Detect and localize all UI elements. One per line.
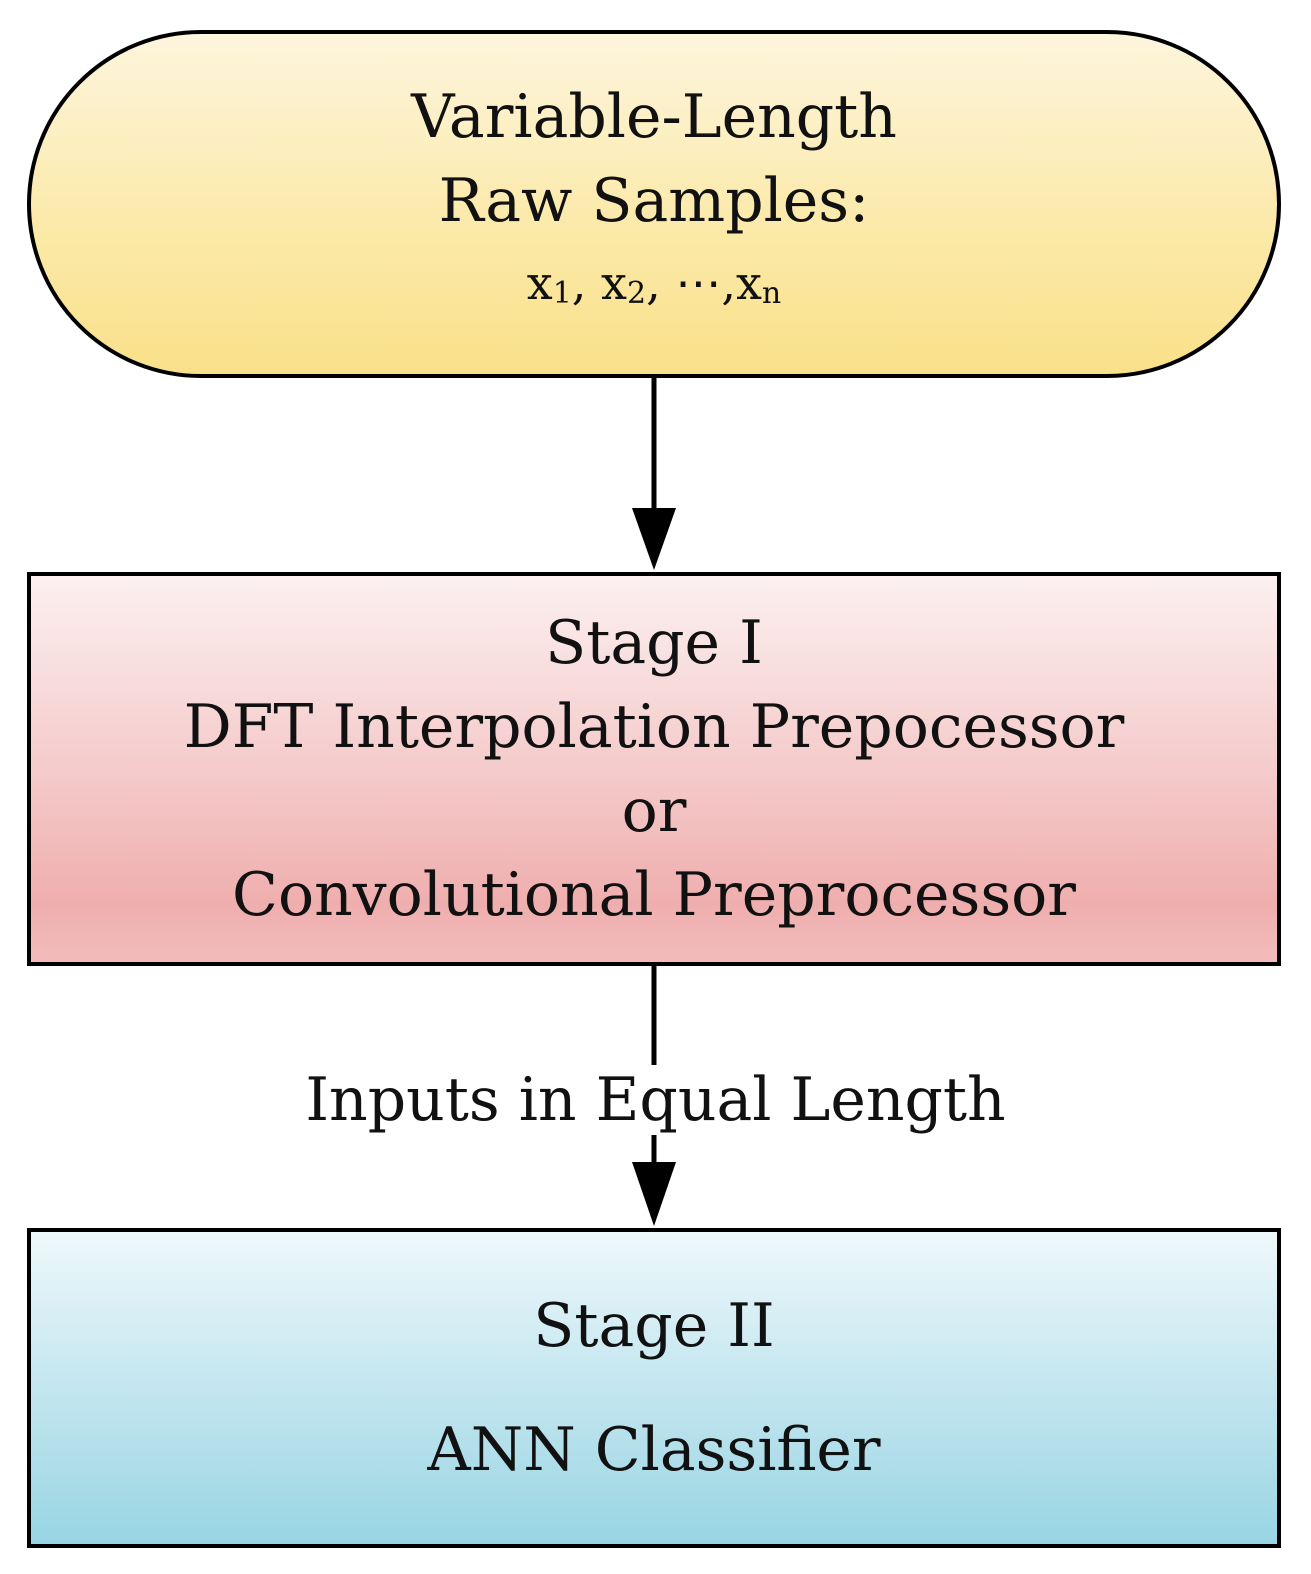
- sample-dots: ⋯: [675, 255, 722, 310]
- sample-x2: x: [601, 255, 627, 310]
- stage1-line2: or: [621, 776, 687, 846]
- stage2-classifier-node: Stage II ANN Classifier: [27, 1228, 1281, 1548]
- input-node-line1: Variable-Length: [411, 81, 897, 152]
- input-samples-node: Variable-Length Raw Samples: x1, x2, ⋯,x…: [27, 30, 1281, 378]
- input-node-line2: Raw Samples:: [438, 165, 870, 236]
- sample-x1: x: [526, 255, 553, 310]
- edge-label-text: Inputs in Equal Length: [299, 1065, 1012, 1135]
- sample-xn-sub: n: [761, 275, 782, 311]
- stage2-line1: ANN Classifier: [427, 1415, 881, 1485]
- stage1-line1: DFT Interpolation Prepocessor: [183, 692, 1125, 762]
- stage1-title: Stage I: [545, 608, 763, 678]
- sample-sequence: x1, x2, ⋯,xn: [526, 255, 782, 311]
- sample-x1-sub: 1: [552, 275, 572, 311]
- stage1-line3: Convolutional Preprocessor: [232, 860, 1076, 930]
- sample-xn: x: [735, 255, 762, 310]
- edge-label-equal-length: Inputs in Equal Length: [0, 1058, 1311, 1142]
- stage1-preprocessor-node: Stage I DFT Interpolation Prepocessor or…: [27, 572, 1281, 966]
- stage2-title: Stage II: [533, 1291, 775, 1361]
- sample-x2-sub: 2: [627, 275, 647, 311]
- arrow-input-to-stage1: [632, 378, 676, 570]
